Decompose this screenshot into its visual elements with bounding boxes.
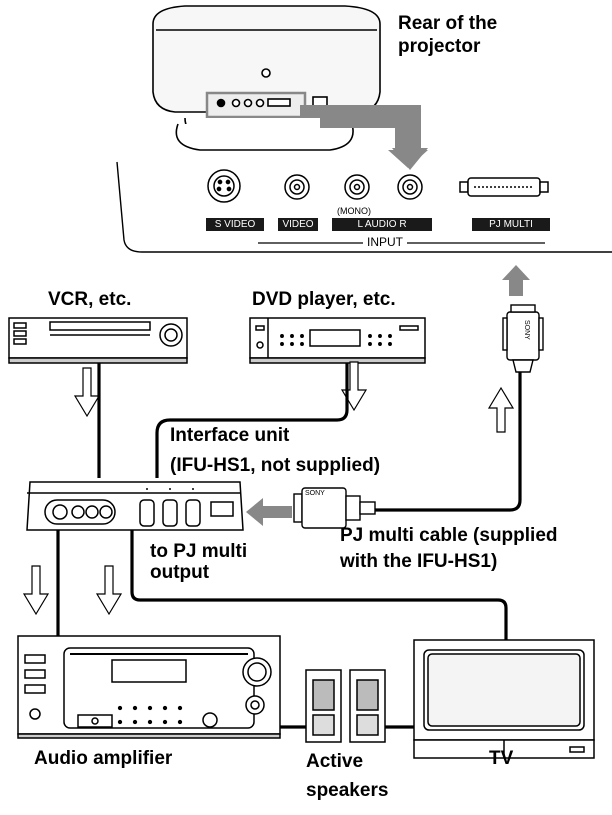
active-speakers-device (305, 669, 386, 743)
to-pj-multi-label: to PJ multi output (150, 541, 247, 583)
mono-label: (MONO) (337, 206, 371, 216)
pj-multi-connector-lower (293, 487, 376, 529)
to-pj-multi-line1: to PJ multi (150, 541, 248, 562)
interface-unit-label: Interface unit (IFU-HS1, not supplied) (170, 421, 380, 481)
active-speakers-line1: Active (306, 751, 364, 772)
pj-multi-left-arrow (246, 498, 292, 526)
audio-amplifier-label: Audio amplifier (34, 748, 173, 769)
tv-device (413, 639, 595, 759)
audio-amplifier-device (17, 635, 281, 739)
sony-logo-lower: SONY (305, 490, 325, 497)
video-label: VIDEO (278, 218, 318, 231)
vcr-device (8, 317, 188, 364)
pj-multi-label: PJ MULTI (472, 218, 550, 231)
video-jack-icon (284, 174, 310, 200)
tv-label: TV (489, 748, 514, 769)
projector-rear-line2: projector (398, 36, 481, 57)
audio-r-jack-icon (397, 174, 423, 200)
projector-rear-line1: Rear of the (398, 13, 498, 34)
pj-multi-cable-line1: PJ multi cable (supplied (340, 525, 558, 546)
interface-unit-device (26, 481, 244, 531)
active-speakers-line2: speakers (306, 780, 389, 801)
input-label: INPUT (363, 235, 407, 249)
dvd-label: DVD player, etc. (252, 289, 396, 310)
interface-unit-line2: (IFU-HS1, not supplied) (170, 455, 381, 476)
active-speakers-label: Active speakers (306, 747, 388, 805)
interface-unit-line1: Interface unit (170, 425, 290, 446)
svideo-jack-icon (207, 169, 241, 203)
audio-label: L AUDIO R (332, 218, 432, 231)
projector-rear-label: Rear of the projector (398, 12, 497, 58)
pj-multi-up-arrow (502, 265, 530, 296)
pj-multi-connector-upper (502, 304, 544, 373)
vcr-label: VCR, etc. (48, 289, 132, 310)
audio-l-jack-icon (344, 174, 370, 200)
sony-logo-upper: SONY (523, 320, 530, 340)
input-panel-outline (116, 161, 612, 253)
svideo-label: S VIDEO (206, 218, 264, 231)
dvd-device (249, 317, 426, 364)
projector-body (152, 5, 381, 151)
pj-multi-jack-icon (459, 177, 549, 197)
pj-multi-cable-label: PJ multi cable (supplied with the IFU-HS… (340, 523, 558, 575)
to-pj-multi-line2: output (150, 562, 210, 583)
pj-multi-cable-line2: with the IFU-HS1) (340, 551, 498, 572)
